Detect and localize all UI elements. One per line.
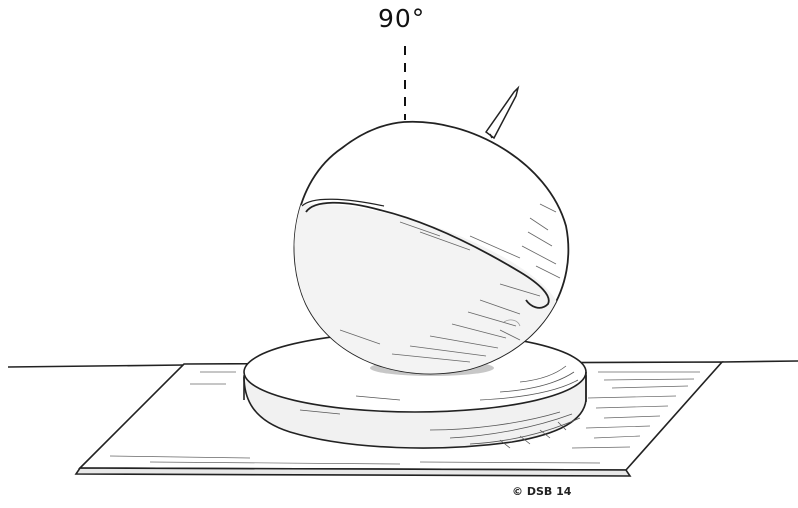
angle-label: 90° bbox=[378, 6, 425, 31]
spindle bbox=[486, 88, 518, 138]
artist-signature: © DSB 14 bbox=[512, 486, 571, 497]
